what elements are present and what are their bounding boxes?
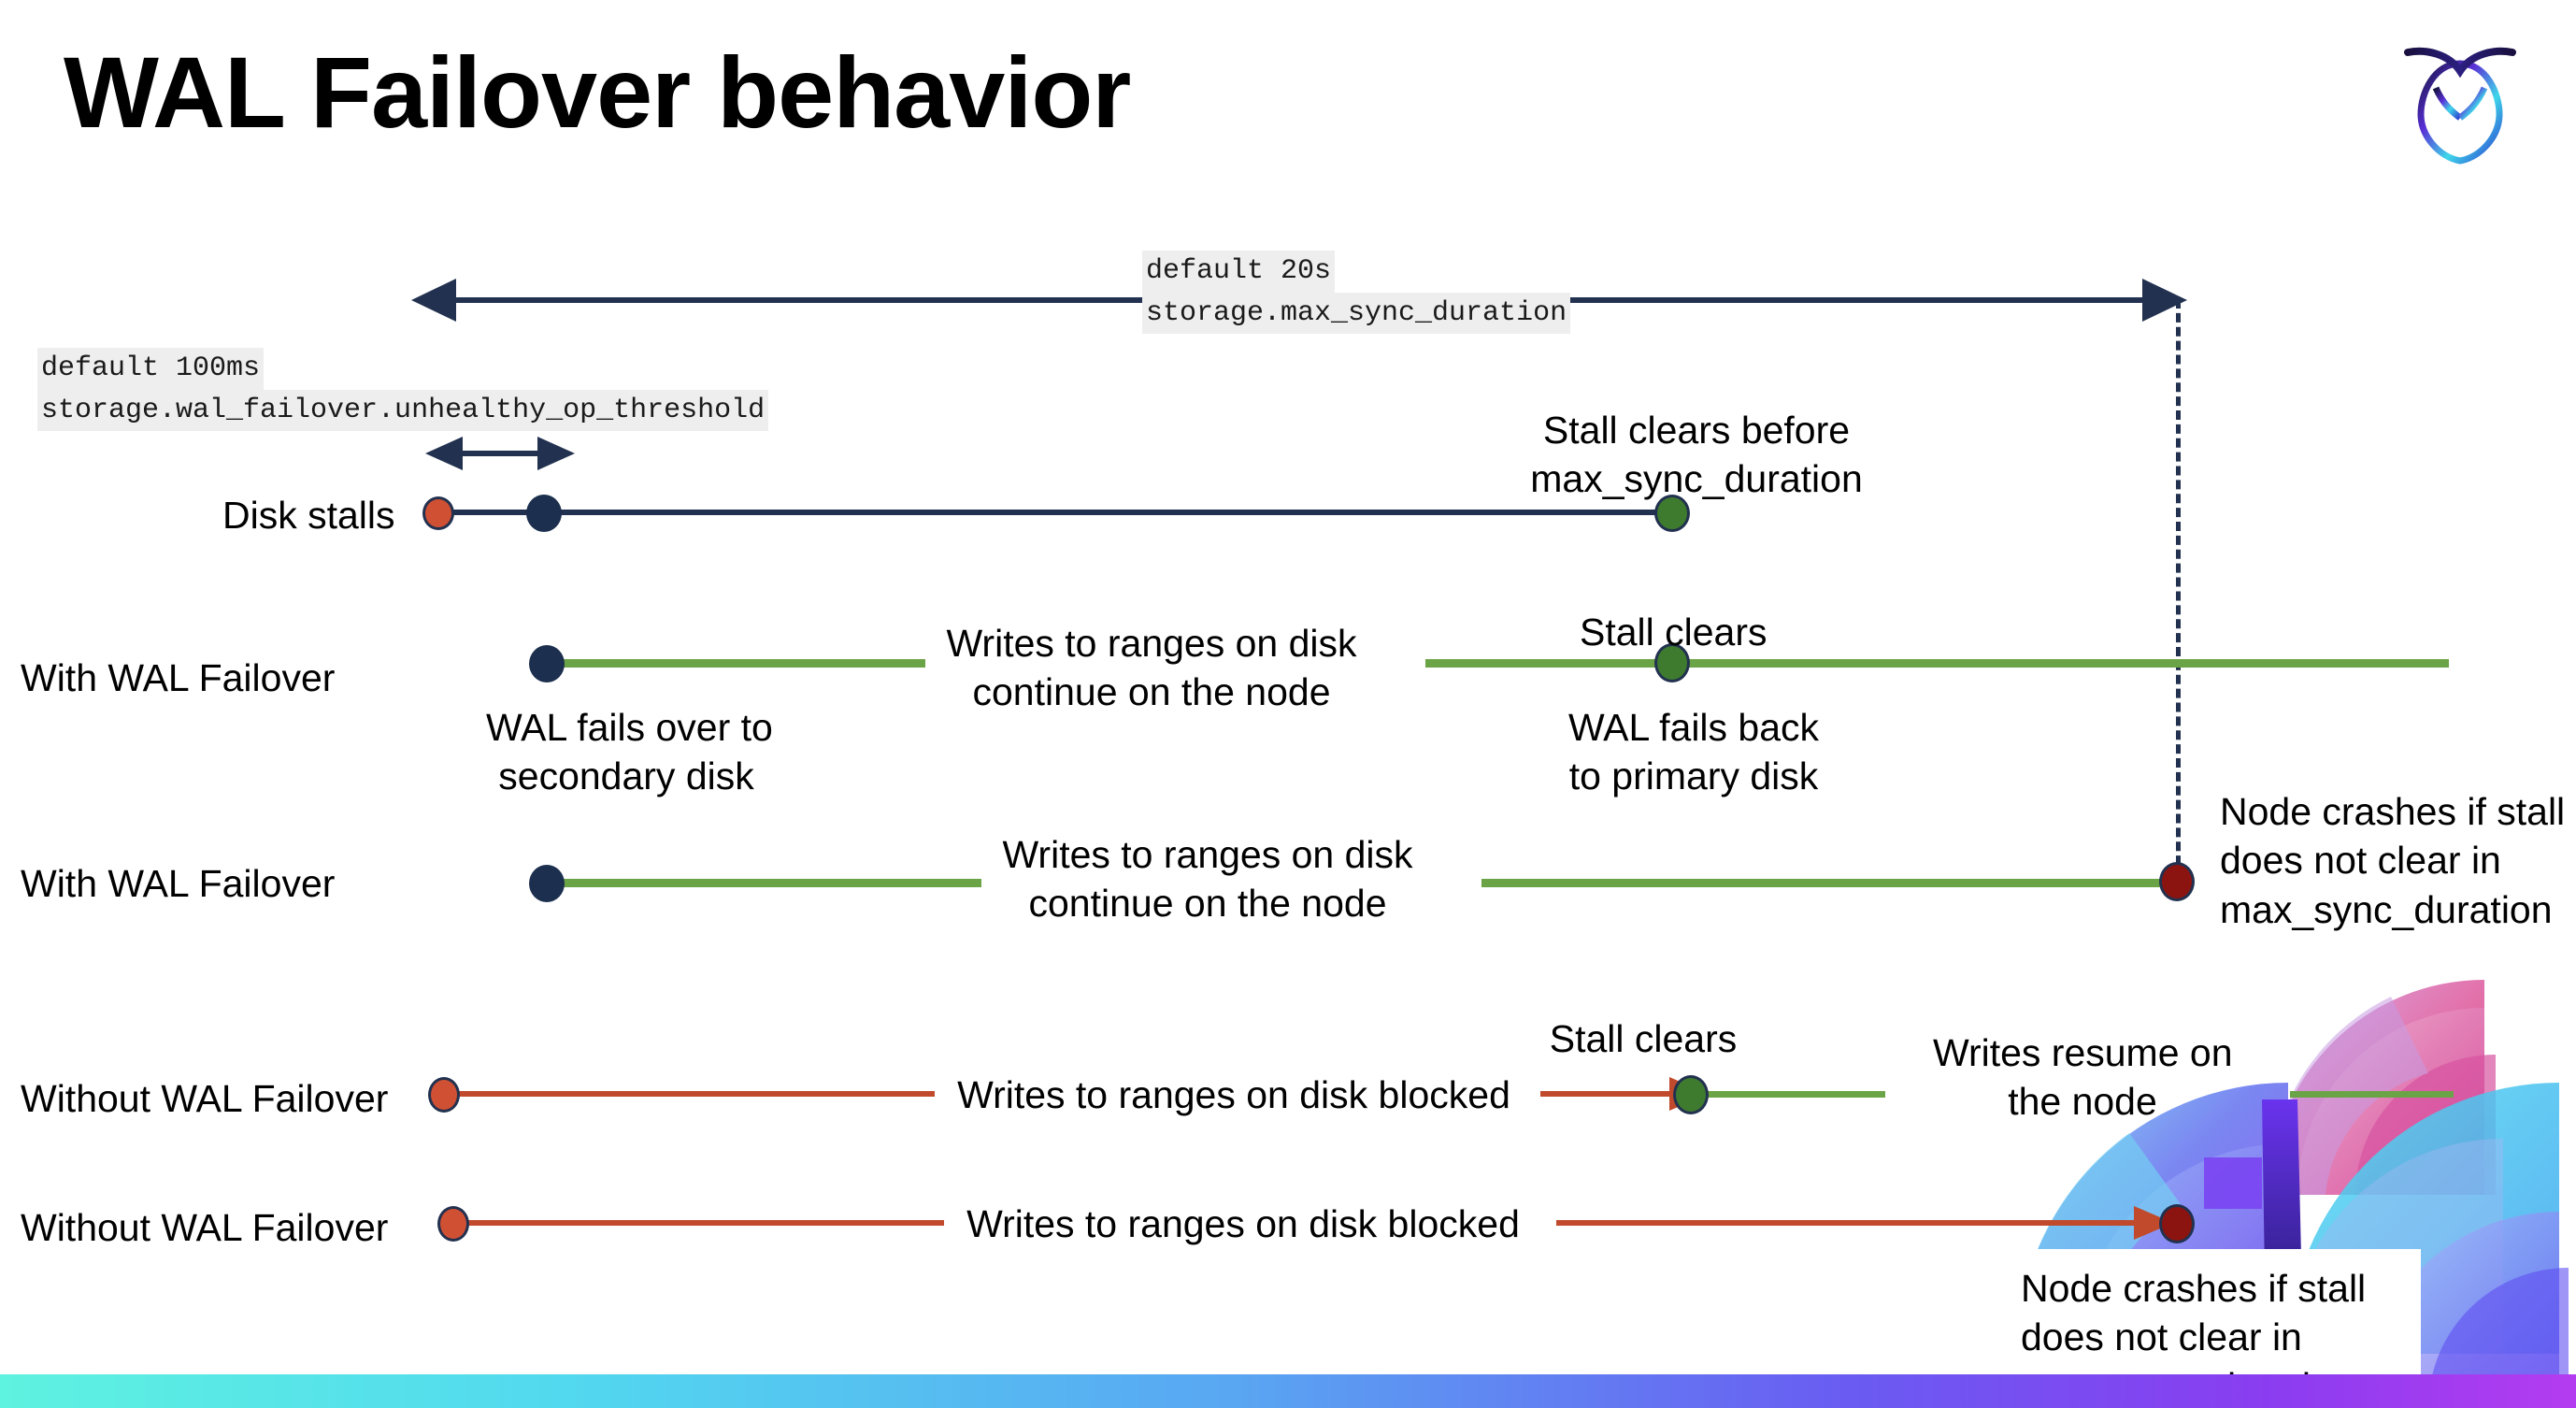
annotation-wal-fails-over: WAL fails over to secondary disk xyxy=(486,703,773,801)
row-label-without-wal-failover-2: Without WAL Failover xyxy=(21,1206,389,1249)
annotation-writes-continue-2-line1: Writes to ranges on disk xyxy=(1002,833,1413,876)
with-wal-failover-1-segment-left xyxy=(551,659,925,668)
annotation-wal-fails-over-line2: secondary disk xyxy=(498,754,754,798)
unhealthy-op-threshold-default-label: default 100ms xyxy=(37,348,265,390)
annotation-wal-fails-over-line1: WAL fails over to xyxy=(486,706,773,749)
annotation-stall-clears-before-line1: Stall clears before xyxy=(1542,409,1851,452)
bottom-gradient-bar xyxy=(0,1374,2576,1408)
with-wal-failover-1-start-dot xyxy=(529,645,565,682)
row-label-without-wal-failover-1: Without WAL Failover xyxy=(21,1077,389,1120)
row-label-with-wal-failover-1: With WAL Failover xyxy=(21,656,336,699)
annotation-stall-clears-2: Stall clears xyxy=(1549,1017,1738,1060)
without-wal-failover-1-resume-segment xyxy=(1701,1091,1885,1098)
annotation-node-crashes-1: Node crashes if stall does not clear in … xyxy=(2220,787,2576,934)
max-sync-duration-setting-label: storage.max_sync_duration xyxy=(1142,292,1571,335)
without-wal-failover-1-stall-start-dot xyxy=(428,1077,460,1113)
disk-stalls-stall-clears-dot xyxy=(1654,495,1690,532)
max-sync-duration-dashed-guide xyxy=(2176,299,2181,879)
without-wal-failover-2-blocked-line-left xyxy=(458,1220,944,1226)
max-sync-duration-default-label: default 20s xyxy=(1142,251,1336,293)
wal-failover-trigger-dot xyxy=(526,495,562,532)
without-wal-failover-2-stall-start-dot xyxy=(437,1206,469,1242)
annotation-node-crashes-2-line1: Node crashes if stall xyxy=(2021,1267,2367,1310)
without-wal-failover-1-blocked-line xyxy=(449,1091,935,1097)
annotation-writes-resume: Writes resume on the node xyxy=(1933,1028,2233,1127)
annotation-wal-fails-back: WAL fails back to primary disk xyxy=(1563,703,1825,801)
annotation-writes-resume-line1: Writes resume on xyxy=(1933,1031,2233,1074)
without-wal-failover-2-crash-dot xyxy=(2159,1204,2195,1243)
annotation-writes-blocked-2: Writes to ranges on disk blocked xyxy=(966,1202,1520,1245)
annotation-writes-continue-1: Writes to ranges on disk continue on the… xyxy=(946,619,1357,717)
annotation-writes-continue-2-line2: continue on the node xyxy=(1028,882,1387,926)
with-wal-failover-2-crash-dot xyxy=(2159,862,2195,901)
cockroachdb-logo-icon xyxy=(2395,28,2526,168)
row-label-with-wal-failover-2: With WAL Failover xyxy=(21,862,336,905)
with-wal-failover-1-segment-right xyxy=(1425,659,2449,668)
row-label-disk-stalls: Disk stalls xyxy=(222,494,395,537)
annotation-node-crashes-2-line2: does not clear in xyxy=(2021,1315,2302,1359)
annotation-writes-blocked-1: Writes to ranges on disk blocked xyxy=(957,1073,1510,1116)
annotation-writes-continue-1-line1: Writes to ranges on disk xyxy=(946,622,1357,665)
annotation-wal-fails-back-line1: WAL fails back xyxy=(1567,706,1820,749)
annotation-wal-fails-back-line2: to primary disk xyxy=(1568,754,1819,798)
disk-stalls-timeline xyxy=(439,510,1673,515)
without-wal-failover-1-stall-clears-dot xyxy=(1673,1075,1709,1114)
unhealthy-op-threshold-arrow xyxy=(425,430,575,477)
annotation-stall-clears-before-line2: max_sync_duration xyxy=(1530,457,1863,501)
annotation-stall-clears-before: Stall clears before max_sync_duration xyxy=(1528,406,1865,504)
with-wal-failover-2-start-dot xyxy=(529,865,565,902)
unhealthy-op-threshold-setting-label: storage.wal_failover.unhealthy_op_thresh… xyxy=(37,389,769,432)
with-wal-failover-1-stall-clears-dot xyxy=(1654,643,1690,682)
annotation-node-crashes-1-line3: max_sync_duration xyxy=(2220,887,2553,931)
annotation-node-crashes-1-line1: Node crashes if stall xyxy=(2220,790,2566,833)
without-wal-failover-1-resume-segment-far xyxy=(2290,1091,2454,1098)
with-wal-failover-2-segment-left xyxy=(551,879,981,887)
disk-stall-start-dot xyxy=(422,496,454,530)
annotation-writes-continue-1-line2: continue on the node xyxy=(972,670,1331,714)
with-wal-failover-2-segment-right xyxy=(1481,879,2182,887)
unhealthy-op-threshold-label-group: default 100ms storage.wal_failover.unhea… xyxy=(37,348,769,432)
page-title: WAL Failover behavior xyxy=(64,36,1131,149)
annotation-writes-resume-line2: the node xyxy=(2008,1080,2157,1124)
max-sync-duration-label-group: default 20s storage.max_sync_duration xyxy=(1142,251,1571,335)
annotation-node-crashes-1-line2: does not clear in xyxy=(2220,839,2501,883)
annotation-writes-continue-2: Writes to ranges on disk continue on the… xyxy=(1002,830,1413,928)
without-wal-failover-2-crash-arrow xyxy=(1556,1204,2173,1242)
annotation-stall-clears-1: Stall clears xyxy=(1580,611,1767,654)
